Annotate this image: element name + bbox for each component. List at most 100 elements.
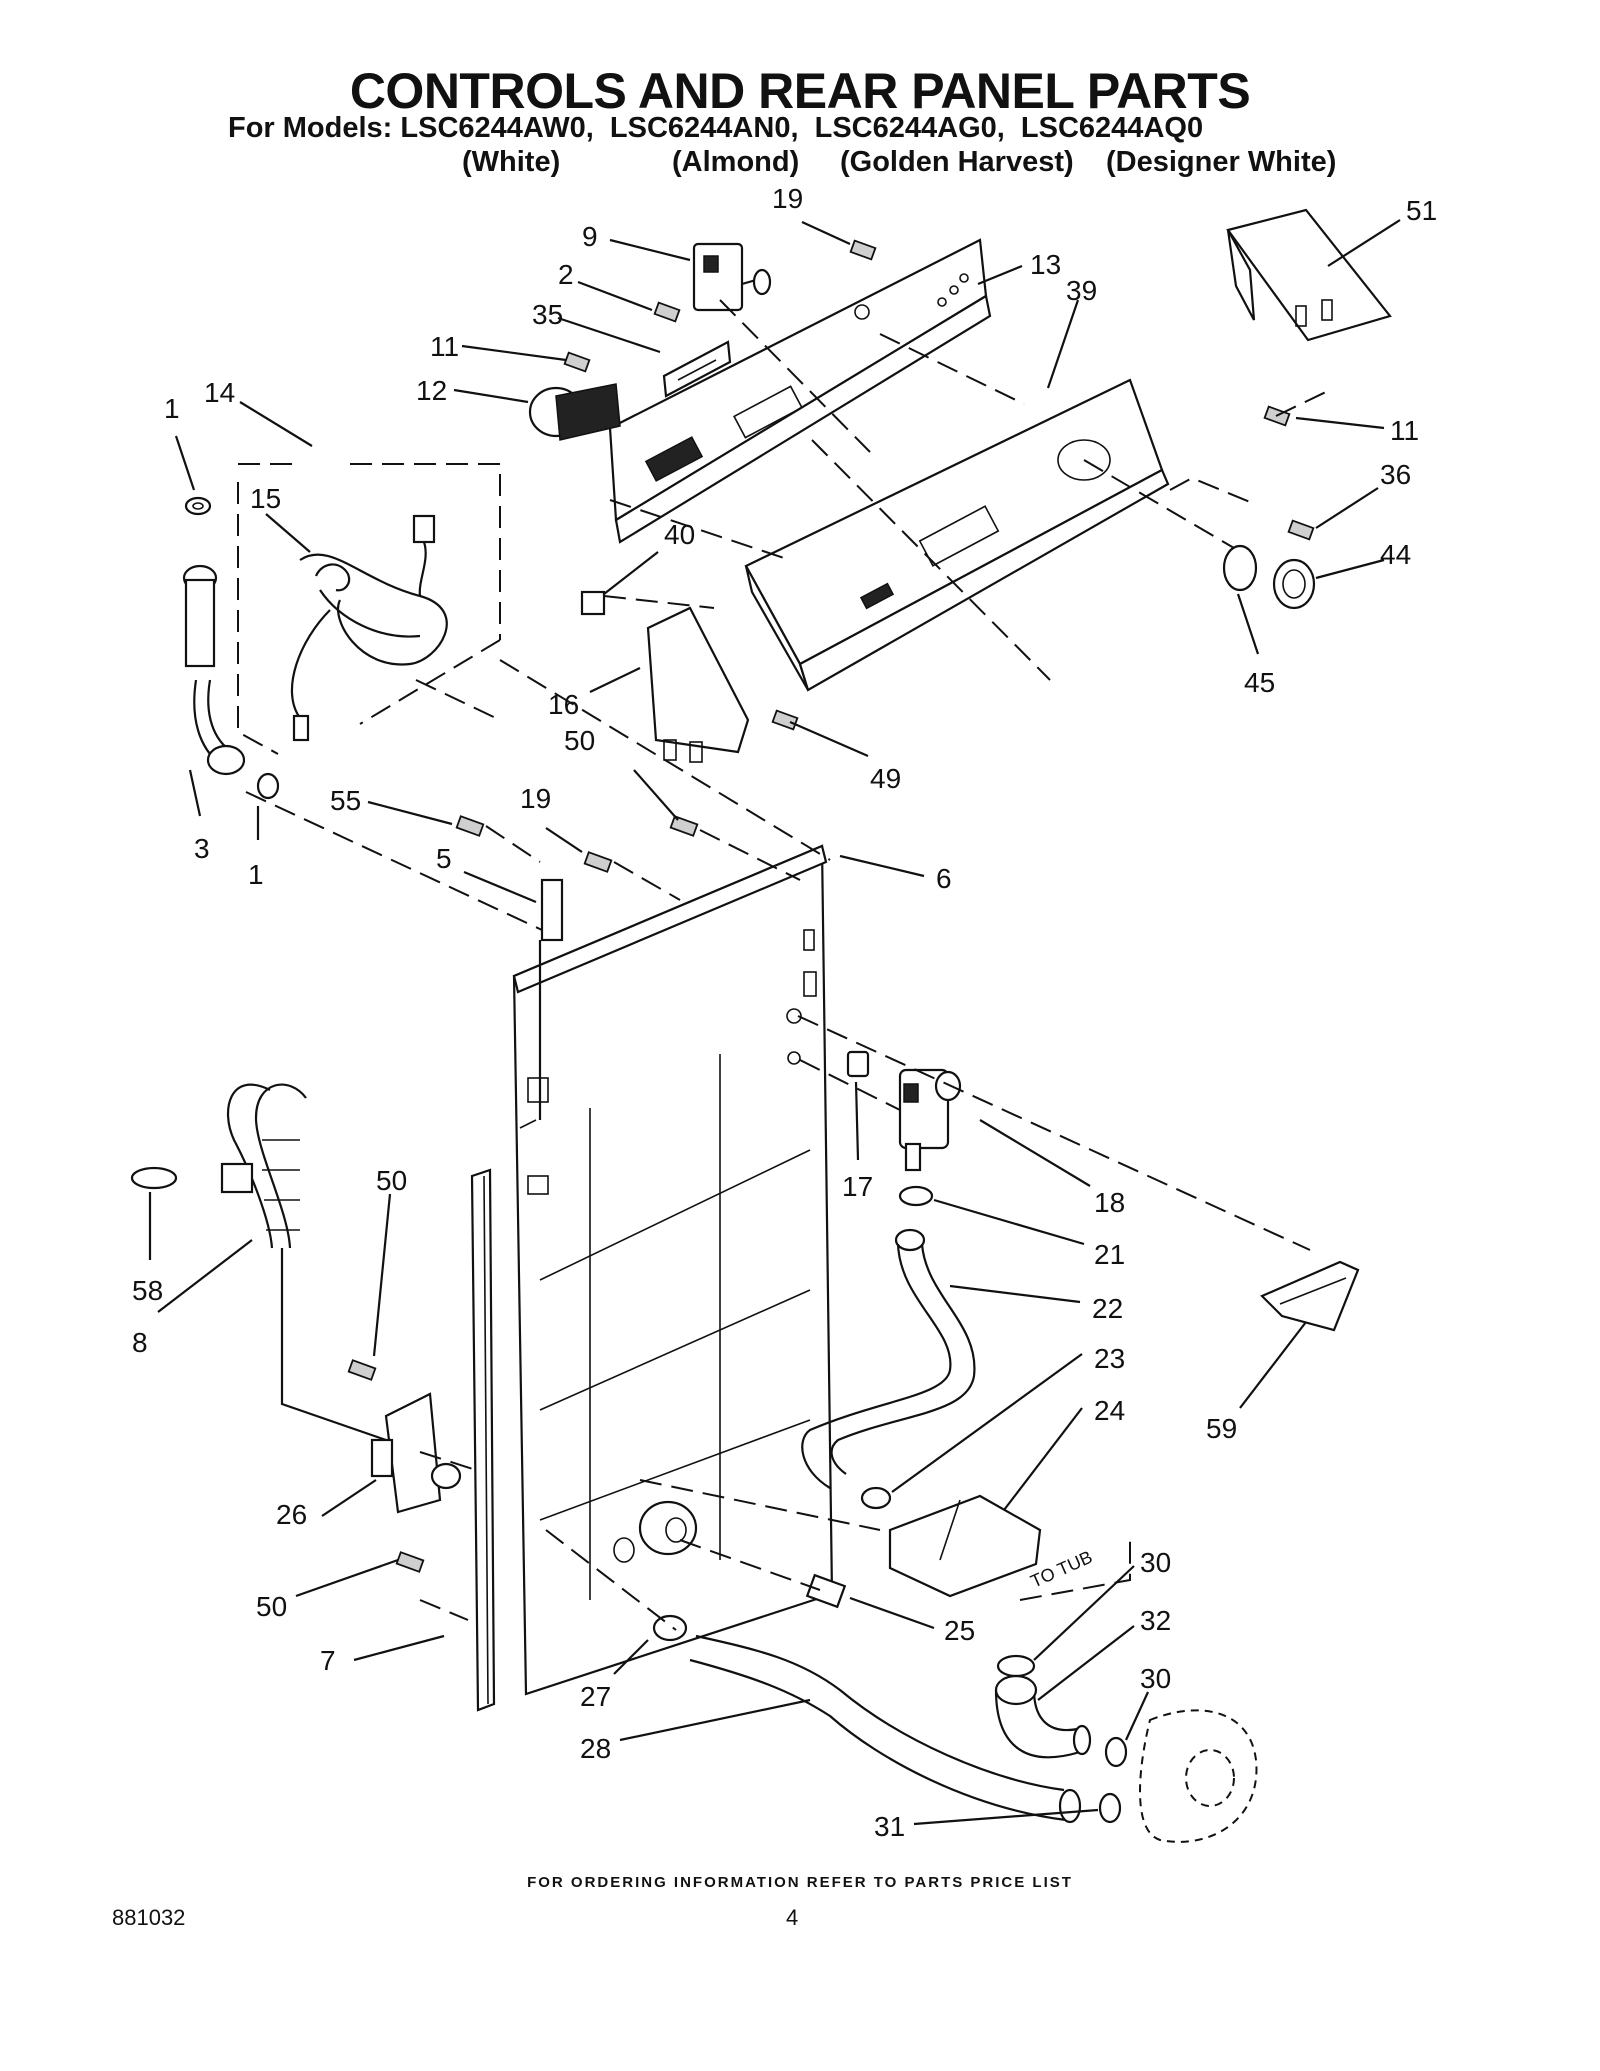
callout-30-top: 30	[1140, 1547, 1171, 1578]
screw-part-19-lower	[583, 851, 613, 873]
drain-tube-part-28	[689, 1634, 1082, 1824]
color-designer-white: (Designer White)	[1106, 146, 1337, 178]
color-golden-harvest: (Golden Harvest)	[840, 146, 1074, 178]
callout-21: 21	[1094, 1239, 1125, 1270]
knob-skirt-part-45	[1222, 544, 1258, 592]
color-almond: (Almond)	[672, 146, 800, 178]
clamp-part-31	[1098, 1792, 1122, 1824]
water-valve-part-18	[898, 1068, 962, 1172]
tub-hose-part-32	[994, 1674, 1092, 1759]
callout-50-low: 50	[256, 1591, 287, 1622]
clamp-part-27	[652, 1614, 688, 1642]
callout-26: 26	[276, 1499, 307, 1530]
callout-35: 35	[532, 299, 563, 330]
callout-19-mid: 19	[520, 783, 551, 814]
inlet-tube-part-22	[801, 1228, 976, 1489]
power-cord-group-part-14	[237, 463, 501, 755]
callout-11-right: 11	[1390, 415, 1419, 446]
clamp-part-58	[130, 1166, 178, 1190]
inlet-hose-part-3	[182, 564, 246, 776]
callout-19-top: 19	[772, 183, 803, 214]
callout-23: 23	[1094, 1343, 1125, 1374]
strain-relief-part-15	[314, 563, 351, 592]
screw-part-50-low	[395, 1551, 425, 1573]
models-line: For Models: LSC6244AW0, LSC6244AN0, LSC6…	[228, 112, 1204, 144]
page-title: CONTROLS AND REAR PANEL PARTS	[349, 63, 1251, 119]
callout-59: 59	[1206, 1413, 1237, 1444]
clamp-part-30-top	[996, 1654, 1036, 1678]
plug-part-25	[805, 1573, 847, 1609]
callout-5: 5	[436, 843, 452, 874]
side-strip-part-7	[470, 1168, 496, 1712]
callout-36: 36	[1380, 459, 1411, 490]
clip-part-5	[540, 878, 564, 942]
callout-58: 58	[132, 1275, 163, 1306]
callout-9: 9	[582, 221, 598, 252]
water-level-switch-part-12	[528, 383, 621, 441]
callout-12: 12	[416, 375, 447, 406]
leader-arrows	[148, 219, 1401, 1826]
drain-hose-part-8	[220, 1083, 307, 1249]
callout-39: 39	[1066, 275, 1097, 306]
bracket-part-24	[888, 1494, 1042, 1598]
callout-18: 18	[1094, 1187, 1125, 1218]
callout-15: 15	[250, 483, 281, 514]
document-id: 881032	[112, 1905, 186, 1930]
bracket-part-51	[1226, 208, 1392, 342]
callout-31: 31	[874, 1811, 905, 1842]
callout-45: 45	[1244, 667, 1275, 698]
connection-lines	[245, 299, 1331, 1631]
color-white: (White)	[462, 146, 561, 178]
callout-30-bottom: 30	[1140, 1663, 1171, 1694]
screw-part-55	[455, 815, 485, 837]
clamp-part-30-bottom	[1104, 1736, 1128, 1768]
clamp-part-23	[860, 1486, 892, 1510]
lid-actuator-part-59	[1260, 1260, 1360, 1332]
timer-part-9	[692, 242, 772, 312]
screw-part-50-top	[669, 815, 699, 837]
callout-50-top: 50	[564, 725, 595, 756]
callout-11-left: 11	[430, 331, 459, 362]
callout-40: 40	[664, 519, 695, 550]
callout-32: 32	[1140, 1605, 1171, 1636]
callout-24: 24	[1094, 1395, 1125, 1426]
callout-55: 55	[330, 785, 361, 816]
screw-part-49	[771, 709, 799, 731]
end-cap-part-16	[646, 606, 750, 763]
hose-holder-part-26	[370, 1392, 462, 1514]
callout-1-top: 1	[164, 393, 180, 424]
callout-labels: 19 9 2 35 11 12 13 39 51 11 36 44 45 1 1…	[132, 183, 1437, 1842]
screw-part-11-left	[563, 351, 591, 373]
callout-3: 3	[194, 833, 210, 864]
washer-part-1-top	[184, 496, 212, 516]
callout-13: 13	[1030, 249, 1061, 280]
callout-14: 14	[204, 377, 235, 408]
callout-6: 6	[936, 863, 952, 894]
page-number: 4	[786, 1905, 799, 1930]
nut-part-17	[846, 1050, 870, 1078]
callout-28: 28	[580, 1733, 611, 1764]
callout-49: 49	[870, 763, 901, 794]
rear-panel-part-6	[512, 844, 834, 1696]
console-part-39	[744, 378, 1170, 692]
callout-22: 22	[1092, 1293, 1123, 1324]
knob-part-44	[1272, 558, 1316, 610]
callout-51: 51	[1406, 195, 1437, 226]
callout-50-mid: 50	[376, 1165, 407, 1196]
screw-part-36	[1287, 519, 1315, 541]
clip-part-40	[580, 590, 606, 616]
callout-2: 2	[558, 259, 574, 290]
callout-1-bottom: 1	[248, 859, 264, 890]
screw-part-2	[653, 301, 681, 323]
callout-27: 27	[580, 1681, 611, 1712]
screw-part-50-mid	[347, 1359, 377, 1381]
clamp-part-21	[898, 1185, 934, 1207]
pump-outline	[1139, 1709, 1258, 1843]
screw-part-19	[849, 239, 877, 261]
callout-25: 25	[944, 1615, 975, 1646]
callout-17: 17	[842, 1171, 873, 1202]
callout-44: 44	[1380, 539, 1411, 570]
callout-8: 8	[132, 1327, 148, 1358]
callout-7: 7	[320, 1645, 336, 1676]
